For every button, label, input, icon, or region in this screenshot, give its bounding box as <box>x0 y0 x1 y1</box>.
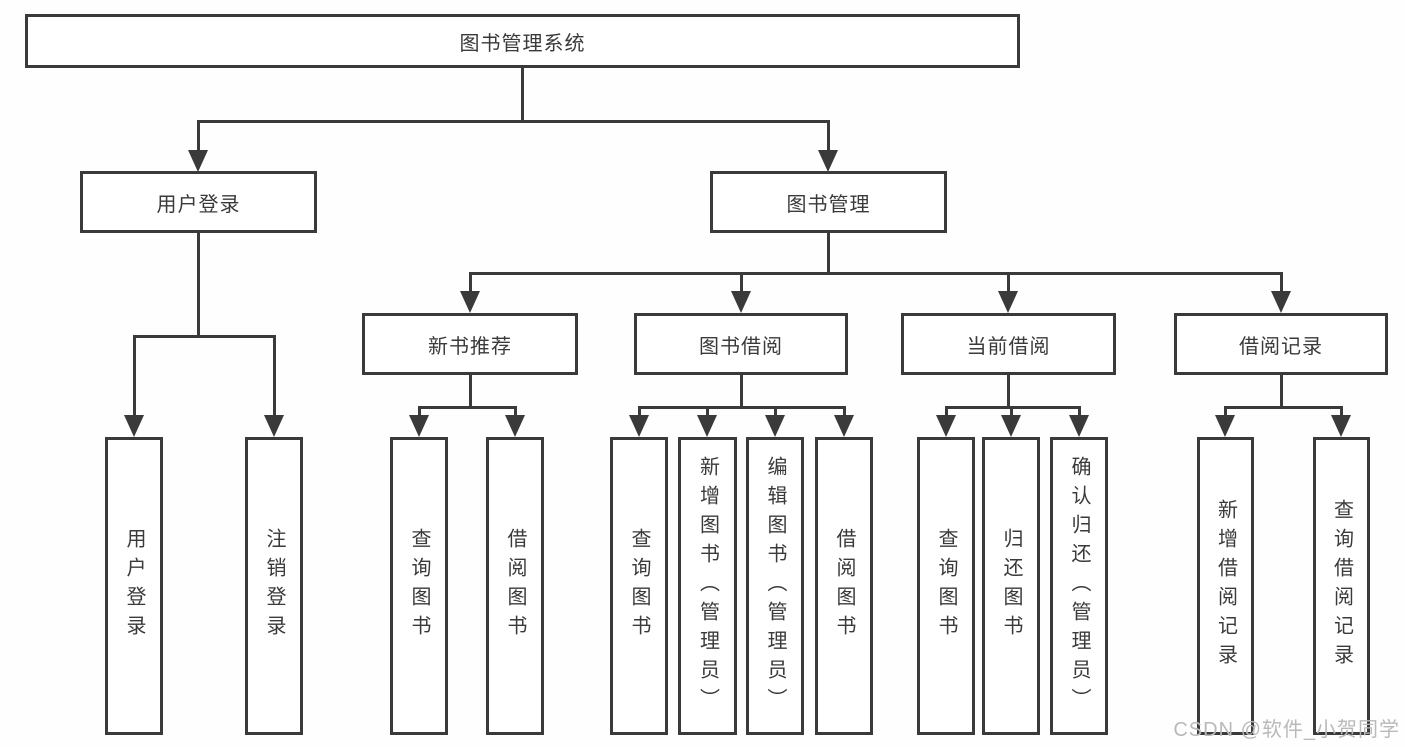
connector-line <box>638 406 846 409</box>
connector-line <box>1010 406 1013 418</box>
connector-line <box>469 272 472 294</box>
connector-line <box>827 233 830 274</box>
arrowhead-down-icon <box>629 415 649 437</box>
connector-line <box>638 406 641 418</box>
node-query-borrow-record: 查询借阅记录 <box>1313 437 1370 735</box>
arrowhead-down-icon <box>818 150 838 172</box>
node-user-login: 用户登录 <box>105 437 163 735</box>
node-label: 图书管理 <box>786 193 871 216</box>
node-edit-books-admin: 编辑图书（管理员） <box>746 437 804 735</box>
arrowhead-down-icon <box>998 291 1018 313</box>
node-query-books-recommend: 查询图书 <box>390 437 448 735</box>
connector-line <box>1224 406 1343 409</box>
node-label: 查询图书 <box>628 528 650 644</box>
connector-line <box>1078 406 1081 418</box>
connector-line <box>1280 272 1283 294</box>
arrowhead-down-icon <box>124 415 144 437</box>
node-label: 查询图书 <box>935 528 957 644</box>
connector-line <box>197 233 200 337</box>
connector-line <box>774 406 777 418</box>
connector-line <box>827 120 830 152</box>
connector-line <box>514 406 517 418</box>
node-label: 用户登录 <box>156 193 241 216</box>
node-label: 注销登录 <box>263 528 285 644</box>
arrowhead-down-icon <box>765 415 785 437</box>
connector-line <box>1007 272 1010 294</box>
connector-line <box>418 406 421 418</box>
node-query-books-borrowing: 查询图书 <box>610 437 668 735</box>
node-label: 借阅图书 <box>504 528 526 644</box>
arrowhead-down-icon <box>1331 415 1351 437</box>
connector-line <box>1224 406 1227 418</box>
node-label: 图书管理系统 <box>459 32 586 55</box>
connector-line <box>1007 375 1010 408</box>
arrowhead-down-icon <box>834 415 854 437</box>
node-borrowing-records: 借阅记录 <box>1174 313 1388 375</box>
node-borrow-books-borrowing: 借阅图书 <box>815 437 873 735</box>
connector-line <box>740 272 743 294</box>
connector-line <box>1340 406 1343 418</box>
arrowhead-down-icon <box>697 415 717 437</box>
arrowhead-down-icon <box>409 415 429 437</box>
connector-line <box>469 272 1282 275</box>
node-label: 查询图书 <box>408 528 430 644</box>
node-query-books-current: 查询图书 <box>917 437 975 735</box>
connector-line <box>133 335 276 338</box>
node-confirm-return-admin: 确认归还（管理员） <box>1050 437 1108 735</box>
connector-line <box>133 335 136 419</box>
node-label: 新增图书（管理员） <box>696 455 719 717</box>
connector-line <box>706 406 709 418</box>
connector-line <box>197 120 200 152</box>
node-label: 用户登录 <box>123 528 145 644</box>
arrowhead-down-icon <box>505 415 525 437</box>
node-label: 归还图书 <box>1000 528 1022 644</box>
node-return-books: 归还图书 <box>982 437 1040 735</box>
node-label: 编辑图书（管理员） <box>764 455 786 717</box>
node-label: 查询借阅记录 <box>1330 499 1353 673</box>
node-library-system: 图书管理系统 <box>25 14 1020 68</box>
arrowhead-down-icon <box>1001 415 1021 437</box>
node-book-management-module: 图书管理 <box>710 171 947 233</box>
node-current-borrowing: 当前借阅 <box>901 313 1116 375</box>
node-book-borrowing: 图书借阅 <box>634 313 848 375</box>
connector-line <box>945 406 1081 409</box>
node-logout: 注销登录 <box>245 437 303 735</box>
node-label: 图书借阅 <box>699 335 783 358</box>
connector-line <box>1280 375 1283 408</box>
node-label: 当前借阅 <box>966 335 1051 358</box>
arrowhead-down-icon <box>1215 415 1235 437</box>
node-add-borrow-record: 新增借阅记录 <box>1197 437 1254 735</box>
node-user-login-module: 用户登录 <box>80 171 317 233</box>
node-label: 新书推荐 <box>428 335 512 358</box>
connector-line <box>197 120 830 123</box>
node-borrow-books-recommend: 借阅图书 <box>486 437 544 735</box>
connector-line <box>521 68 524 122</box>
arrowhead-down-icon <box>188 150 208 172</box>
arrowhead-down-icon <box>1069 415 1089 437</box>
node-label: 新增借阅记录 <box>1214 499 1237 673</box>
connector-line <box>740 375 743 408</box>
connector-line <box>418 406 517 409</box>
node-add-books-admin: 新增图书（管理员） <box>678 437 737 735</box>
csdn-watermark: CSDN @软件_小贺同学 <box>1173 719 1400 741</box>
node-label: 确认归还（管理员） <box>1068 455 1090 717</box>
node-label: 借阅记录 <box>1239 335 1323 358</box>
arrowhead-down-icon <box>460 291 480 313</box>
node-label: 借阅图书 <box>833 528 855 644</box>
node-new-book-recommend: 新书推荐 <box>362 313 578 375</box>
connector-line <box>469 375 472 408</box>
arrowhead-down-icon <box>264 415 284 437</box>
arrowhead-down-icon <box>1271 291 1291 313</box>
connector-line <box>843 406 846 418</box>
arrowhead-down-icon <box>731 291 751 313</box>
connector-line <box>945 406 948 418</box>
connector-line <box>273 335 276 419</box>
arrowhead-down-icon <box>936 415 956 437</box>
